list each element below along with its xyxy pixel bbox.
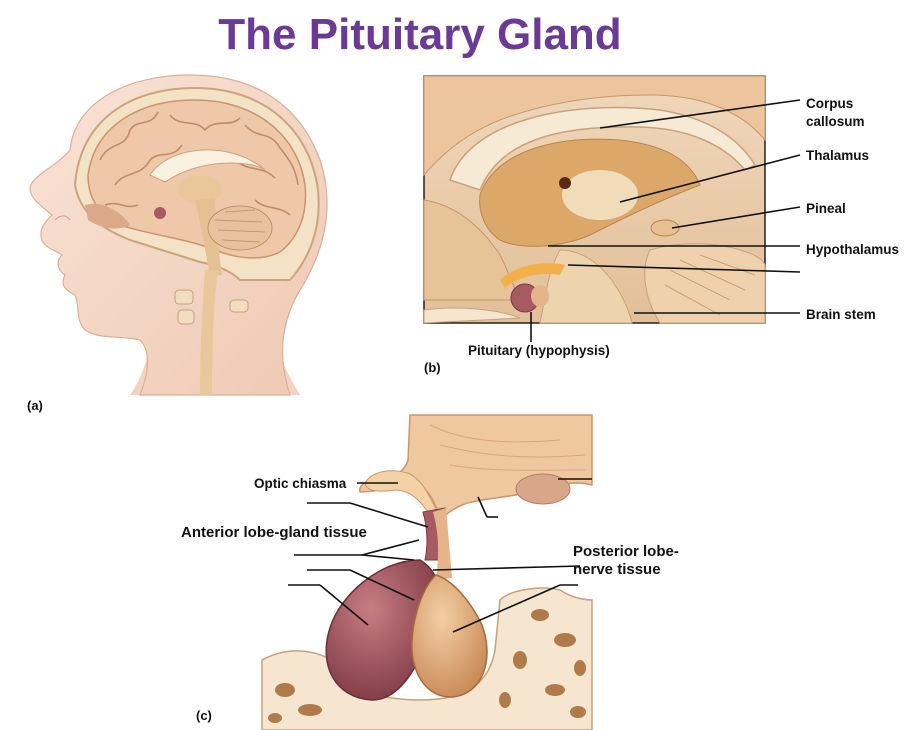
- label-pituitary-hypophysis: Pituitary (hypophysis): [468, 343, 610, 358]
- panel-label-c: (c): [196, 708, 212, 723]
- label-optic-chiasma: Optic chiasma: [254, 476, 347, 491]
- panel-c-leader-lines: [288, 478, 592, 633]
- label-corpus-callosum-line2: callosum: [806, 114, 865, 129]
- label-thalamus: Thalamus: [806, 148, 870, 163]
- panel-c-pituitary-detail: [261, 414, 593, 730]
- panel-b-leader-lines: [530, 99, 801, 342]
- panel-label-a: (a): [27, 398, 43, 413]
- panel-b-brain-section: [423, 75, 766, 324]
- label-anterior-lobe: Anterior lobe-gland tissue: [181, 524, 367, 541]
- label-hypothalamus: Hypothalamus: [806, 242, 900, 257]
- panel-a-head-illustration: [29, 74, 328, 396]
- panel-label-b: (b): [424, 360, 441, 375]
- label-brain-stem: Brain stem: [806, 307, 876, 322]
- page-title: The Pituitary Gland: [218, 10, 622, 59]
- label-corpus-callosum-line1: Corpus: [806, 96, 854, 111]
- label-pineal: Pineal: [806, 201, 846, 216]
- label-posterior-lobe-line1: Posterior lobe-: [573, 543, 679, 560]
- label-posterior-lobe-line2: nerve tissue: [573, 561, 661, 578]
